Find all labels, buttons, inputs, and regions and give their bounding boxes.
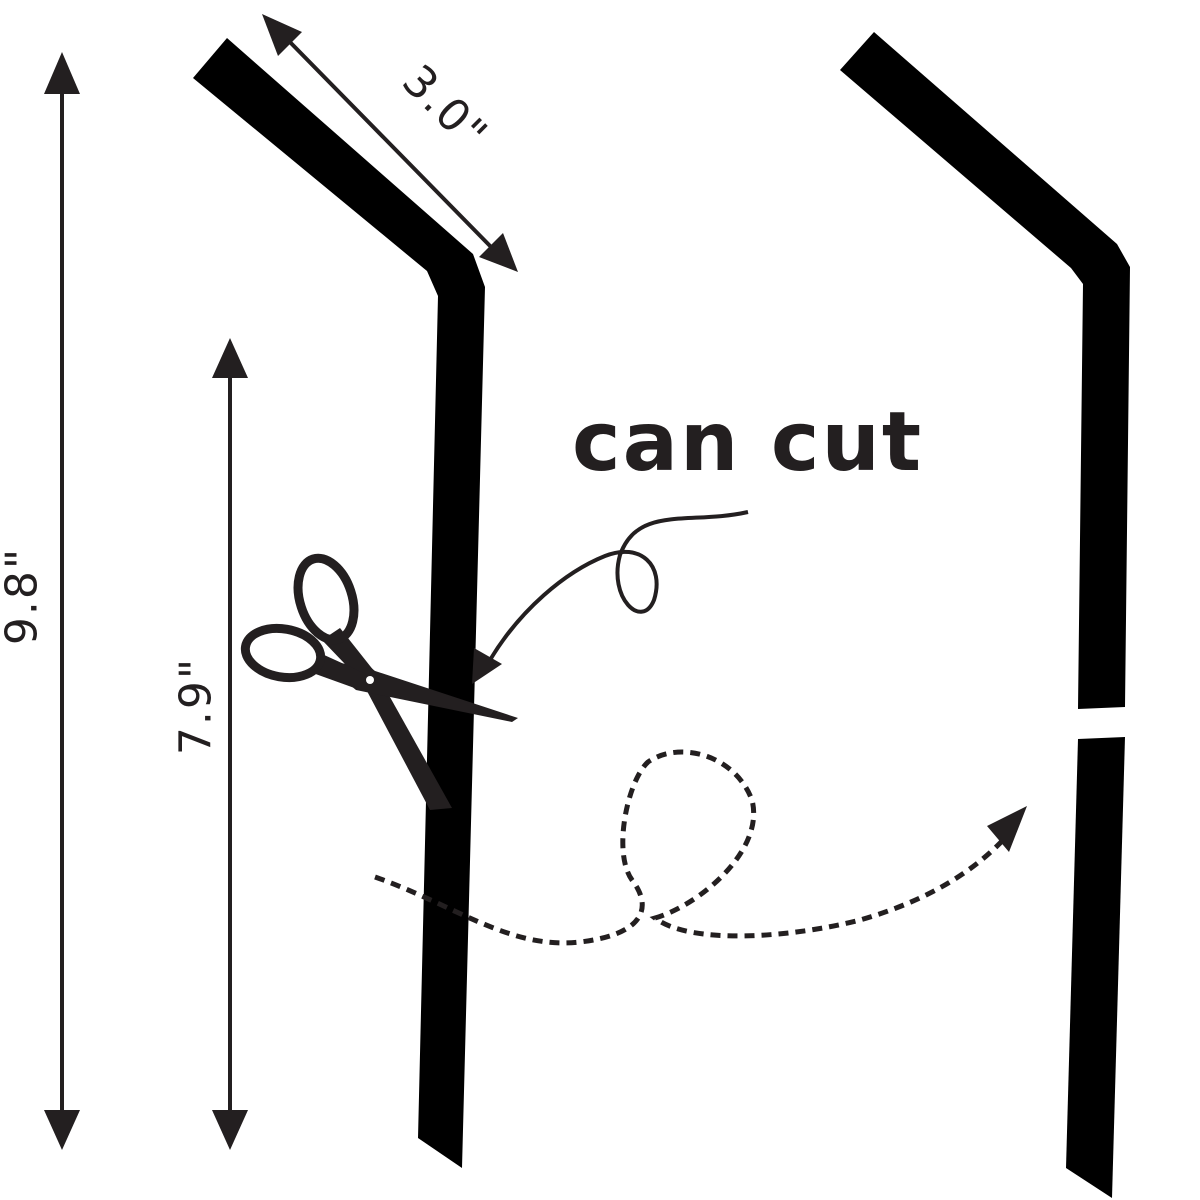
curved-arrowhead <box>472 648 502 684</box>
dimension-long-segment: 7.9" <box>171 338 248 1150</box>
scissor-ring-lower <box>240 623 326 683</box>
arrowhead-up <box>44 52 80 94</box>
dashed-arrowhead <box>987 806 1027 852</box>
caption-text: can cut <box>572 395 923 490</box>
arrowhead-up <box>212 338 248 378</box>
scissor-ring-upper <box>293 553 359 645</box>
scissors-icon <box>240 553 518 810</box>
arrowhead-lower-right <box>479 233 518 272</box>
dimension-label-short: 3.0" <box>392 55 498 161</box>
right-straw-upper-piece <box>840 32 1130 709</box>
dimension-label-long: 7.9" <box>171 657 222 755</box>
curved-arrow-icon <box>472 510 749 684</box>
left-straw <box>193 38 485 1168</box>
dimension-line-short <box>282 34 498 254</box>
scissor-pivot <box>366 676 374 684</box>
arrowhead-down <box>212 1110 248 1150</box>
arrowhead-upper-left <box>262 14 302 56</box>
arrowhead-down <box>44 1110 80 1150</box>
right-straw-lower-piece <box>1066 737 1125 1198</box>
curved-arrow-path <box>488 510 749 662</box>
dimension-label-total: 9.8" <box>0 547 48 645</box>
dimension-total-length: 9.8" <box>0 52 80 1150</box>
dashed-arrow-icon <box>374 749 1027 946</box>
